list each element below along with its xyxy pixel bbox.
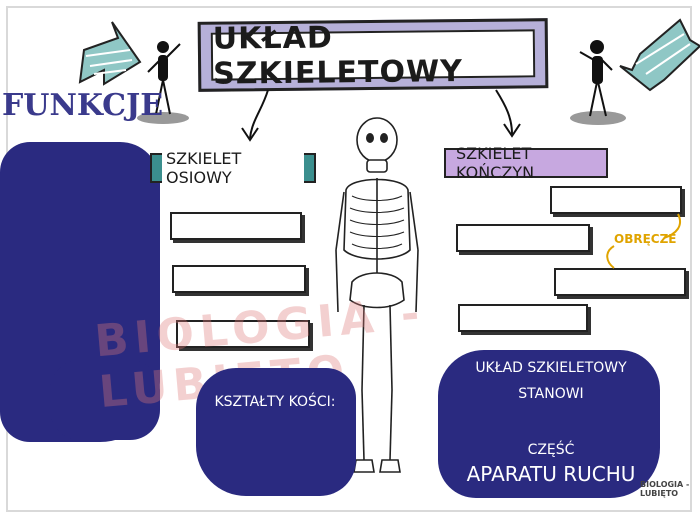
axial-answer-slot-3[interactable]	[176, 320, 310, 348]
brand-logo: BIOLOGIA - LUBIĘTO	[640, 480, 690, 498]
bone-shapes-text: KSZTAŁTY KOŚCI:	[214, 394, 336, 410]
limbs-answer-slot-1[interactable]	[550, 186, 682, 214]
limbs-skeleton-label-text: SZKIELET KOŃCZYN	[456, 144, 535, 182]
functions-blob-lower	[50, 360, 160, 440]
statement-line-4: APARATU RUCHU	[466, 462, 636, 486]
limbs-answer-slot-4[interactable]	[458, 304, 588, 332]
statement-line-2: STANOWI	[518, 386, 584, 402]
girdles-annotation: OBRĘCZE	[614, 232, 677, 246]
axial-answer-slot-1[interactable]	[170, 212, 302, 240]
limbs-skeleton-label: SZKIELET KOŃCZYN	[444, 144, 608, 182]
bone-shapes-blob	[196, 368, 356, 496]
statement-line-3: CZĘŚĆ	[527, 442, 575, 458]
limbs-answer-slot-3[interactable]	[554, 268, 686, 296]
limbs-answer-slot-2[interactable]	[456, 224, 590, 252]
axial-skeleton-label: SZKIELET OSIOWY	[150, 149, 316, 187]
statement-line-1: UKŁAD SZKIELETOWY	[475, 360, 627, 376]
axial-answer-slot-2[interactable]	[172, 265, 306, 293]
axial-skeleton-label-text: SZKIELET OSIOWY	[162, 149, 304, 187]
functions-heading: FUNKCJE	[2, 88, 164, 123]
statement-blob	[438, 350, 660, 498]
